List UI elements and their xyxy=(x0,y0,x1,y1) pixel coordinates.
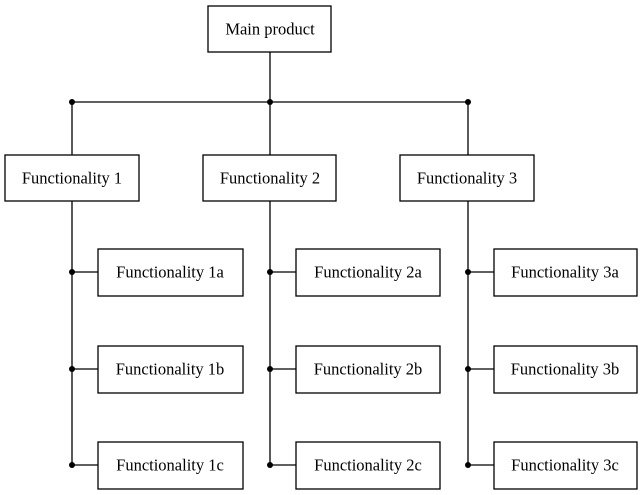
junction-dot xyxy=(69,462,75,468)
junction-dot xyxy=(267,269,273,275)
node-functionality-2: Functionality 2 xyxy=(202,154,337,202)
node-label: Functionality 1 xyxy=(22,169,122,188)
node-functionality-1a: Functionality 1a xyxy=(97,248,244,297)
node-label: Functionality 2c xyxy=(314,456,422,475)
node-label: Functionality 3 xyxy=(417,169,517,188)
node-label: Functionality 3c xyxy=(511,456,619,475)
junction-dot xyxy=(465,99,471,105)
node-label: Functionality 2a xyxy=(314,263,422,282)
node-label: Functionality 1c xyxy=(116,456,224,475)
connectors xyxy=(71,52,494,466)
node-functionality-3a: Functionality 3a xyxy=(493,248,638,297)
node-functionality-1c: Functionality 1c xyxy=(97,441,244,490)
junction-dot xyxy=(69,269,75,275)
junction-dot xyxy=(465,269,471,275)
node-label: Functionality 1a xyxy=(116,263,224,282)
node-functionality-2b: Functionality 2b xyxy=(295,345,441,394)
root-node-label: Main product xyxy=(225,20,315,39)
node-functionality-1b: Functionality 1b xyxy=(97,345,244,394)
node-functionality-3b: Functionality 3b xyxy=(493,345,638,394)
junction-dot xyxy=(267,366,273,372)
node-label: Functionality 2 xyxy=(220,169,320,188)
junction-dot xyxy=(465,366,471,372)
node-label: Functionality 3a xyxy=(511,263,619,282)
junction-dot xyxy=(267,99,273,105)
node-label: Functionality 3b xyxy=(511,360,620,379)
node-label: Functionality 2b xyxy=(314,360,423,379)
node-functionality-2a: Functionality 2a xyxy=(295,248,441,297)
node-functionality-3: Functionality 3 xyxy=(399,154,535,202)
junction-dot xyxy=(267,462,273,468)
node-functionality-3c: Functionality 3c xyxy=(493,441,638,490)
junction-dot xyxy=(69,99,75,105)
root-node: Main product xyxy=(207,5,332,53)
junction-dot xyxy=(465,462,471,468)
node-functionality-2c: Functionality 2c xyxy=(295,441,441,490)
junction-dots xyxy=(69,99,471,468)
node-functionality-1: Functionality 1 xyxy=(4,154,140,202)
node-label: Functionality 1b xyxy=(116,360,225,379)
junction-dot xyxy=(69,366,75,372)
